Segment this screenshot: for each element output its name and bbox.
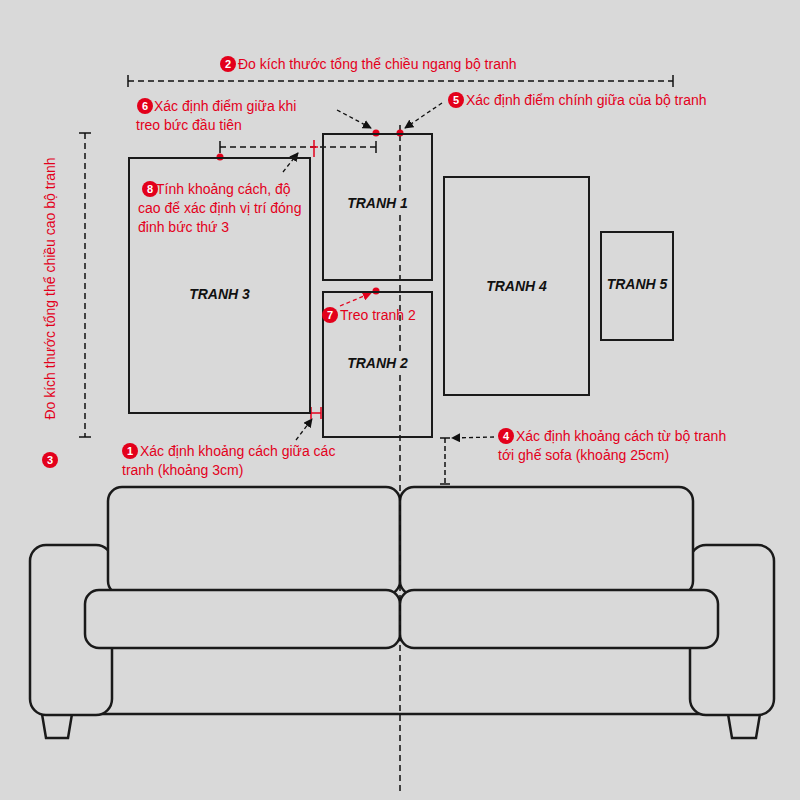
callout-text: Tính khoảng cách, độ cao để xác định vị …: [138, 180, 304, 237]
callout-number: 3: [42, 452, 58, 468]
picture-title: TRANH 3: [187, 286, 252, 302]
dimension-tick: [79, 436, 91, 438]
picture-frame: TRANH 5: [600, 231, 674, 341]
picture-frame: TRANH 1: [322, 133, 433, 281]
gap-marker: [311, 412, 321, 414]
gap-marker: [313, 140, 315, 157]
callout-number: 2: [220, 56, 236, 72]
leader-arrow: [337, 110, 371, 128]
dimension-tick: [79, 132, 91, 134]
callout-text: Đo kích thước tổng thể chiều ngang bộ tr…: [238, 55, 517, 74]
sofa-back-cushion: [400, 487, 693, 595]
dimension-tick: [219, 141, 221, 153]
sofa: [30, 487, 774, 738]
gap-marker: [310, 146, 318, 148]
dimension-tick: [440, 483, 450, 485]
callout-text: Treo tranh 2: [340, 306, 416, 325]
picture-title: TRANH 2: [345, 355, 410, 371]
dimension-tick: [672, 75, 674, 87]
leader-arrow: [452, 437, 494, 438]
callout-text: Xác định khoảng cách giữa các tranh (kho…: [122, 442, 338, 480]
offset-dimension: [220, 146, 376, 148]
callout-text: Xác định khoảng cách từ bộ tranh tới ghế…: [498, 427, 744, 465]
callout-number: 1: [122, 443, 138, 459]
dimension-tick: [375, 141, 377, 153]
picture-title: TRANH 1: [345, 195, 410, 211]
leader-arrow: [340, 293, 371, 306]
callout-text: Xác định điểm giữa khi treo bức đầu tiên: [136, 97, 298, 135]
picture-title: TRANH 5: [605, 276, 670, 292]
callout-text: Đo kích thước tổng thể chiều cao bộ tran…: [41, 157, 60, 419]
dimension-tick: [127, 75, 129, 87]
callout-number: 5: [448, 92, 464, 108]
sofa-seat-cushion: [85, 590, 400, 648]
leader-arrow: [283, 153, 298, 172]
leader-arrow: [405, 103, 442, 128]
gap-markers: [310, 140, 321, 419]
callout-number: 8: [142, 181, 158, 197]
callout-text: Xác định điểm chính giữa của bộ tranh: [466, 91, 707, 110]
width-dimension: [128, 80, 673, 82]
picture-title: TRANH 4: [484, 278, 549, 294]
height-dimension: [84, 133, 86, 437]
sofa-back-cushion: [108, 487, 400, 595]
sofa-seat-cushion: [400, 590, 718, 648]
center-line: [399, 125, 401, 795]
picture-frame: TRANH 4: [443, 176, 590, 396]
sofa-gap-dimension: [444, 438, 446, 484]
callout-number: 7: [322, 307, 338, 323]
leader-arrow: [296, 419, 312, 440]
sofa-leg: [42, 714, 72, 738]
dimension-tick: [440, 437, 450, 439]
callout-number: 6: [137, 98, 153, 114]
callout-number: 4: [498, 428, 514, 444]
leader-arrows: [283, 103, 494, 440]
sofa-leg: [728, 714, 760, 738]
